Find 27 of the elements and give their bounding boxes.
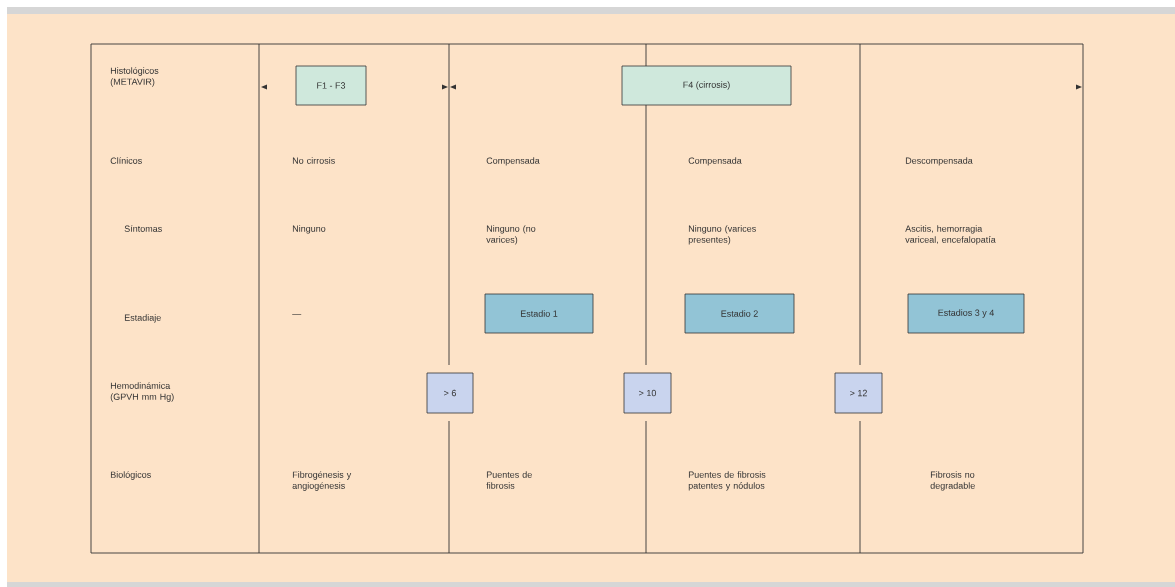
fibrosis-stage-box: F1 - F3 xyxy=(295,65,367,106)
cell-text: Compensada xyxy=(486,157,540,166)
clinical-stage-box: Estadios 3 y 4 xyxy=(907,293,1025,334)
cell-text: Ninguno xyxy=(292,225,326,234)
pressure-box: > 10 xyxy=(623,372,672,414)
cell-text: No cirrosis xyxy=(292,157,335,164)
row-label: Biológicos xyxy=(110,471,151,480)
cell-text: Puentes de fibrosis xyxy=(486,471,532,489)
cell-text: Descompensada xyxy=(905,157,973,166)
pressure-box: > 6 xyxy=(426,372,474,414)
cell-text: Puentes de fibrosis patentes y nódulos xyxy=(688,471,766,491)
cell-text: Compensada xyxy=(688,157,742,166)
pressure-box: > 12 xyxy=(834,372,883,414)
clinical-stage-box: Estadio 2 xyxy=(684,293,795,334)
row-label: Estadiaje xyxy=(124,314,161,323)
fibrosis-stage-box: F4 (cirrosis) xyxy=(621,65,792,106)
clinical-stage-box: Estadio 1 xyxy=(484,293,594,334)
cell-text: Ninguno (no varices) xyxy=(486,225,536,245)
row-label: Síntomas xyxy=(124,225,162,232)
row-label: Hemodinámica (GPVH mm Hg) xyxy=(110,382,174,402)
row-label: Clínicos xyxy=(110,157,142,164)
cell-text: Fibrosis no degradable xyxy=(930,471,975,491)
cell-text: — xyxy=(292,314,302,315)
cell-text: Ascitis, hemorragia variceal, encefalopatía xyxy=(905,225,996,245)
cell-text: Ninguno (varices presentes) xyxy=(688,225,756,245)
row-label: Histológicos (METAVIR) xyxy=(110,67,159,87)
cell-text: Fibrogénesis y angiogénesis xyxy=(292,471,352,491)
